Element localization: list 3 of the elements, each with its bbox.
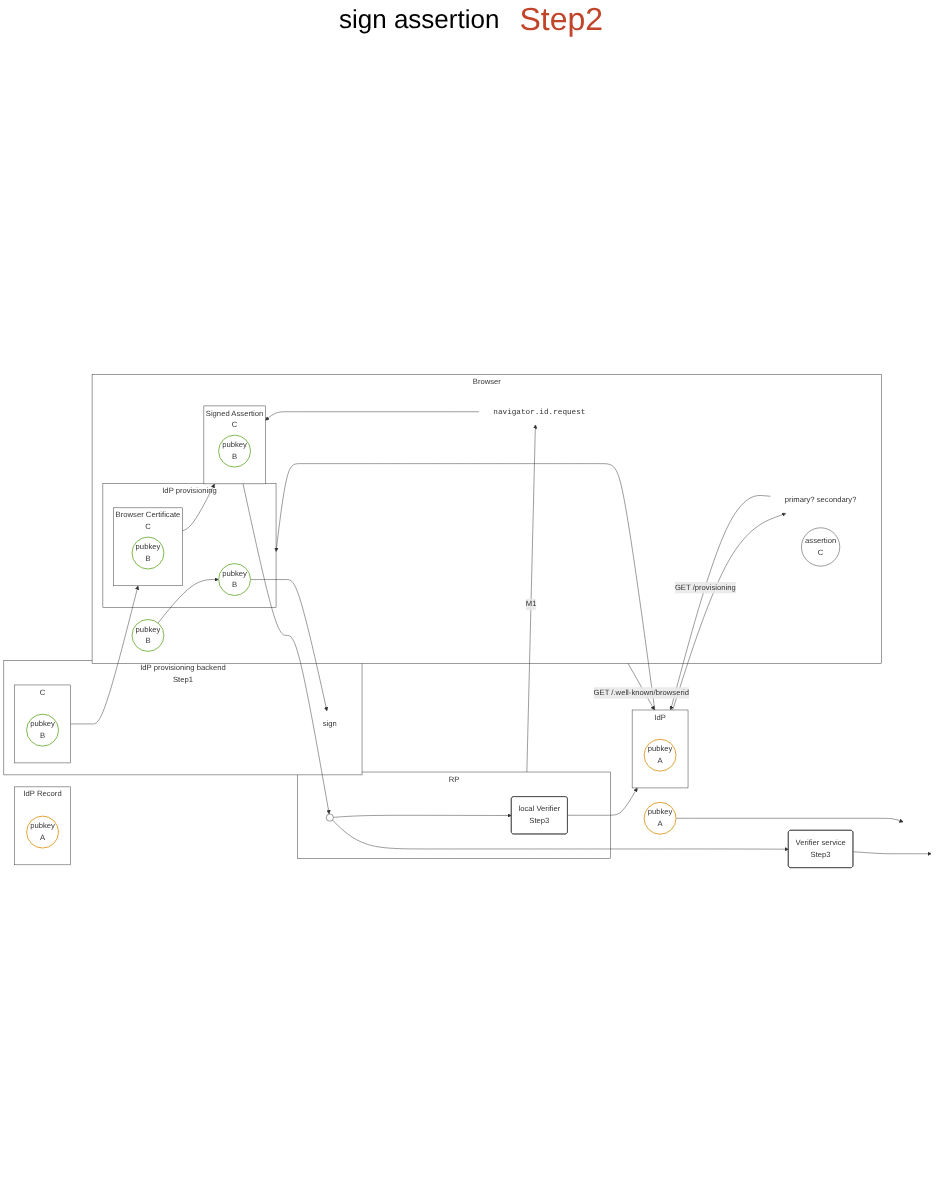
node-ellipse xyxy=(326,813,334,822)
note-label: sign assertion xyxy=(338,4,500,38)
note-label: Step2 xyxy=(519,4,604,40)
